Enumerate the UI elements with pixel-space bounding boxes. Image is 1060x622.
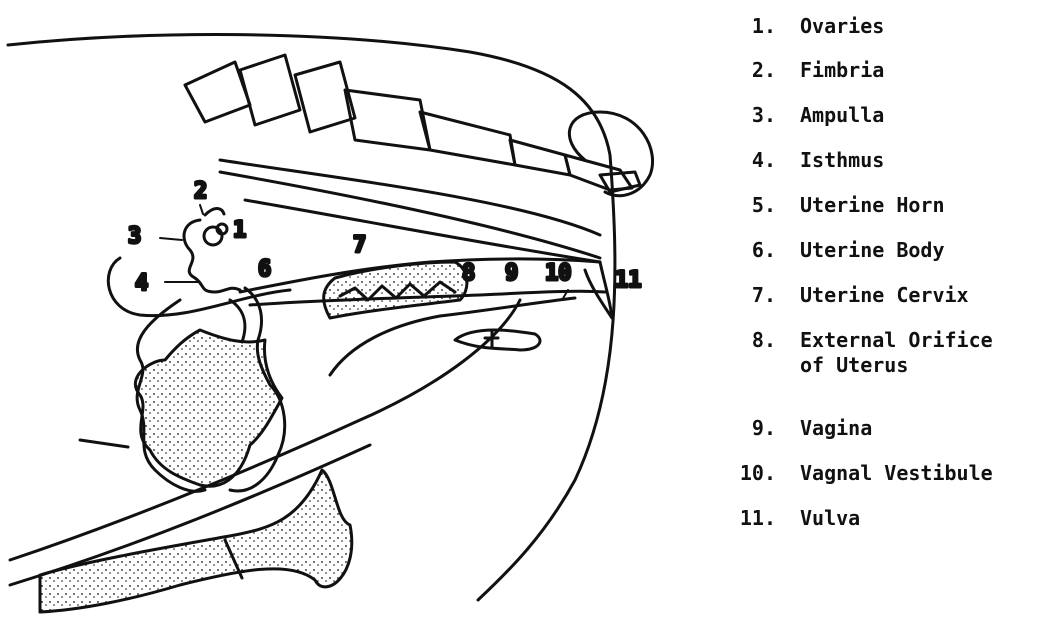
diagram-label-9: 9 [505, 261, 518, 286]
legend-number: 8. [718, 328, 776, 378]
legend-item: 5. Uterine Horn [718, 193, 945, 218]
legend-item: 2. Fimbria [718, 58, 884, 83]
legend-number: 4. [718, 148, 776, 173]
legend-term: Vulva [800, 506, 860, 531]
legend-number: 10. [718, 461, 776, 486]
legend-item: 1. Ovaries [718, 14, 884, 39]
fimbria [205, 208, 224, 215]
legend-number: 7. [718, 283, 776, 308]
legend-term: Fimbria [800, 58, 884, 83]
legend-term: Isthmus [800, 148, 884, 173]
diagram-label-8: 8 [462, 261, 475, 286]
legend-term: Ampulla [800, 103, 884, 128]
legend-number: 1. [718, 14, 776, 39]
legend-item: 6. Uterine Body [718, 238, 945, 263]
cervix [324, 262, 467, 318]
legend-term: Vagina [800, 416, 872, 441]
ovary [204, 227, 222, 245]
legend-item: 4. Isthmus [718, 148, 884, 173]
legend-number: 3. [718, 103, 776, 128]
legend-term: Uterine Horn [800, 193, 945, 218]
diagram-label-11: 11 [615, 268, 642, 293]
diagram-label-10: 10 [545, 261, 572, 286]
legend-item: 3. Ampulla [718, 103, 884, 128]
uterine-horn-inner [230, 300, 245, 342]
legend-item: 9. Vagina [718, 416, 872, 441]
legend-term: Uterine Cervix [800, 283, 969, 308]
bladder-pointer-line [80, 440, 128, 447]
legend-number: 2. [718, 58, 776, 83]
leader-2 [200, 205, 203, 214]
diagram-label-4: 4 [135, 271, 148, 296]
legend-number: 6. [718, 238, 776, 263]
diagram-label-6: 6 [258, 257, 271, 282]
peritoneal-line [245, 200, 600, 262]
leader-3 [160, 238, 182, 240]
diagram-label-1: 1 [233, 218, 246, 243]
legend-number: 11. [718, 506, 776, 531]
ovary-follicle [217, 224, 227, 234]
diagram-label-7: 7 [353, 233, 366, 258]
diagram-label-2: 2 [194, 179, 207, 204]
legend-term: Ovaries [800, 14, 884, 39]
legend-term: External Orifice of Uterus [800, 328, 993, 378]
legend-item: 10. Vagnal Vestibule [718, 461, 993, 486]
legend-number: 5. [718, 193, 776, 218]
legend-item: 8. External Orifice of Uterus [718, 328, 993, 378]
legend-number: 9. [718, 416, 776, 441]
legend-item: 11. Vulva [718, 506, 860, 531]
diagram-label-3: 3 [128, 224, 141, 249]
legend-term: Vagnal Vestibule [800, 461, 993, 486]
legend-term: Uterine Body [800, 238, 945, 263]
legend-item: 7. Uterine Cervix [718, 283, 969, 308]
